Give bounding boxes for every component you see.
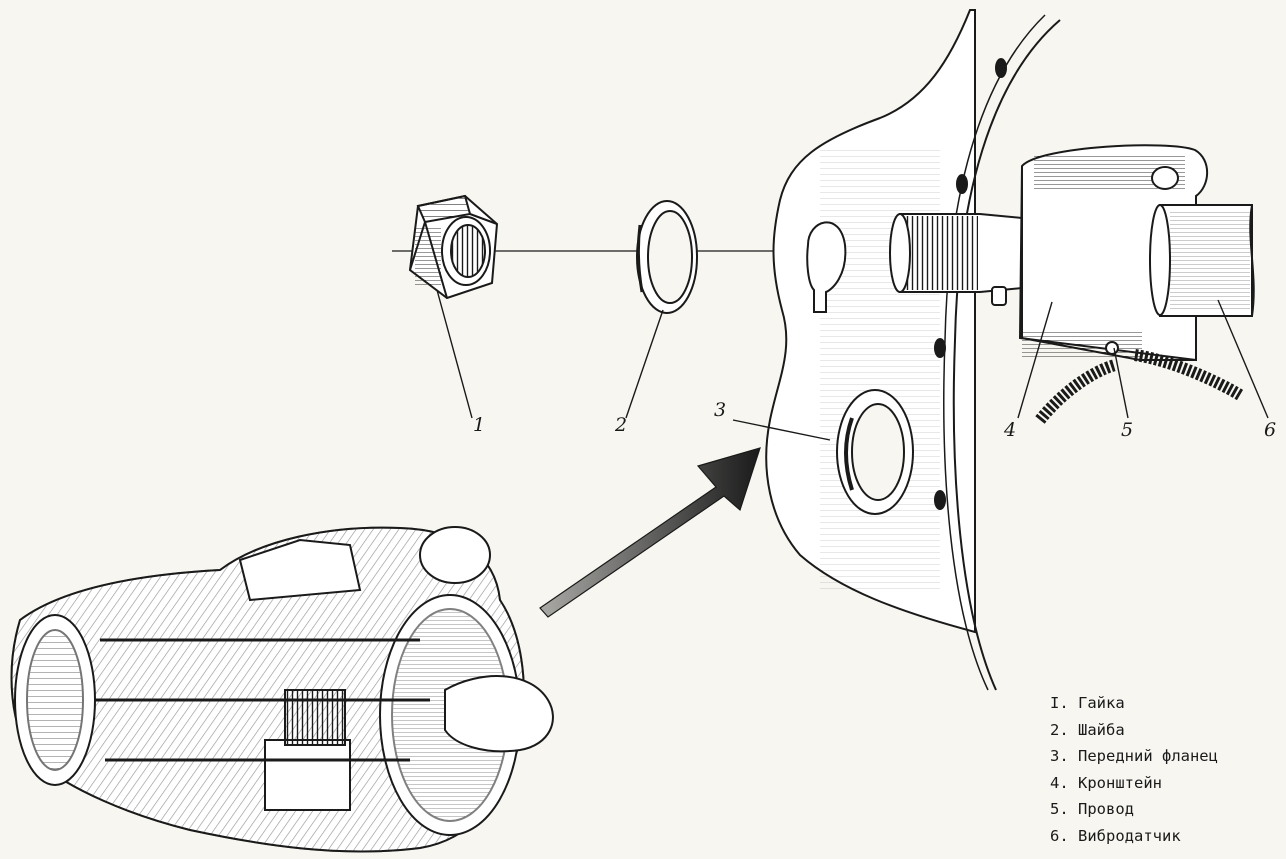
legend-item-front-flange: 3. Передний фланец — [1050, 743, 1218, 770]
callout-2: 2 — [614, 414, 627, 436]
location-arrow — [540, 448, 760, 617]
legend-item-nut: I. Гайка — [1050, 690, 1218, 717]
legend-item-bracket: 4. Кронштейн — [1050, 770, 1218, 797]
nut-part — [410, 196, 497, 298]
legend-item-wire: 5. Провод — [1050, 796, 1218, 823]
vibration-sensor-part — [1150, 205, 1254, 316]
washer-part — [637, 201, 697, 313]
callout-1: 1 — [473, 414, 485, 436]
legend-item-vibration-sensor: 6. Вибродатчик — [1050, 823, 1218, 850]
front-flange-part — [766, 10, 1060, 690]
engine-overview-illustration — [12, 527, 553, 852]
legend-item-washer: 2. Шайба — [1050, 717, 1218, 744]
callout-4: 4 — [1003, 419, 1016, 441]
callout-6: 6 — [1264, 419, 1276, 441]
threaded-stud — [890, 214, 1022, 305]
callout-5: 5 — [1121, 419, 1133, 441]
callout-3: 3 — [714, 399, 726, 421]
parts-legend: I. Гайка 2. Шайба 3. Передний фланец 4. … — [1050, 690, 1218, 849]
